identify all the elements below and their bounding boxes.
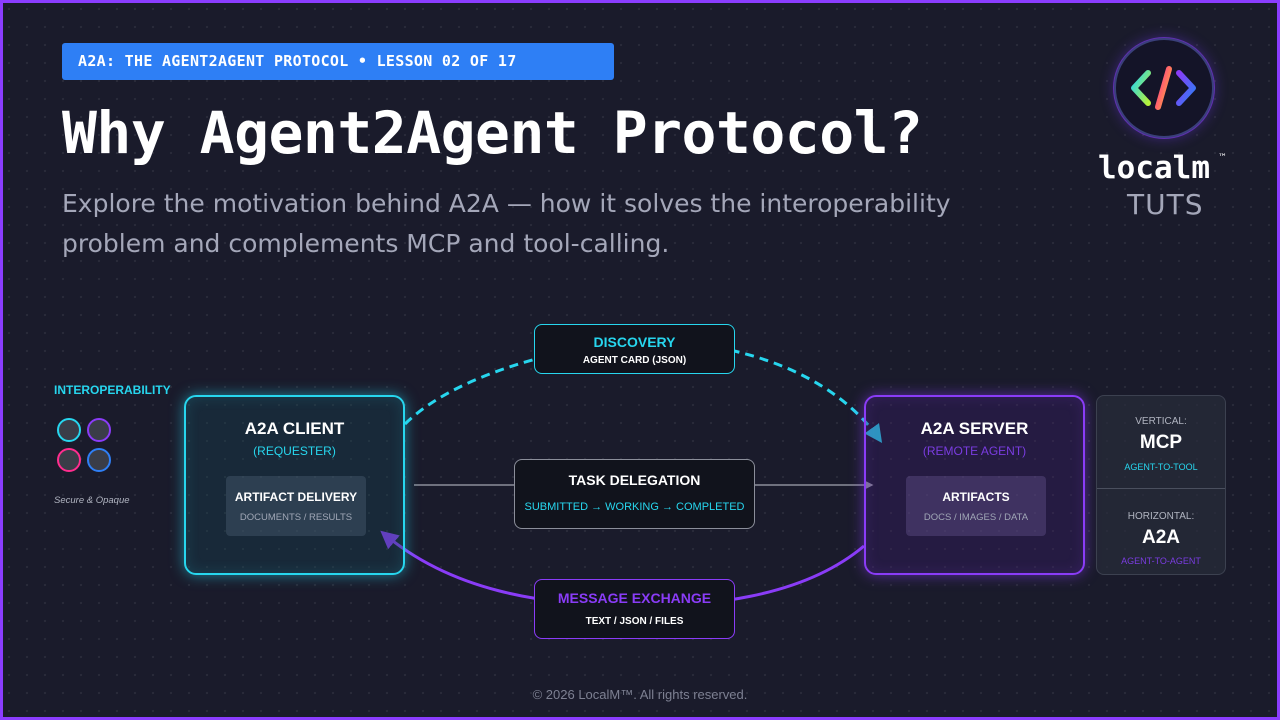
discovery-sub: AGENT CARD (JSON) — [582, 355, 687, 366]
interop-dot-pink — [57, 448, 81, 472]
artifact-delivery-title: ARTIFACT DELIVERY — [234, 490, 358, 504]
task-delegation-title: TASK DELEGATION — [568, 472, 701, 488]
a2a-client-node: A2A CLIENT (REQUESTER) ARTIFACT DELIVERY… — [184, 395, 405, 575]
artifacts-panel: ARTIFACTS DOCS / IMAGES / DATA — [906, 476, 1046, 536]
code-brackets-icon — [1114, 38, 1214, 138]
panel-divider — [1097, 488, 1225, 489]
artifact-delivery-sub: DOCUMENTS / RESULTS — [239, 512, 353, 523]
message-exchange-label: MESSAGE EXCHANGE TEXT / JSON / FILES — [534, 579, 735, 639]
lesson-badge: A2A: THE AGENT2AGENT PROTOCOL • LESSON 0… — [62, 43, 614, 80]
horizontal-label: HORIZONTAL: — [1127, 511, 1195, 522]
interoperability-label: INTEROPERABILITY — [54, 383, 171, 397]
task-delegation-label: TASK DELEGATION SUBMITTED → WORKING → CO… — [514, 459, 755, 529]
artifact-delivery-panel: ARTIFACT DELIVERY DOCUMENTS / RESULTS — [226, 476, 366, 536]
discovery-title: DISCOVERY — [593, 334, 676, 350]
vertical-desc: AGENT-TO-TOOL — [1124, 462, 1198, 472]
discovery-edge — [403, 338, 883, 443]
logo-subtitle: TUTS — [1127, 188, 1204, 221]
interop-dot-purple — [87, 418, 111, 442]
client-role: (REQUESTER) — [253, 444, 336, 458]
horizontal-value: A2A — [1141, 527, 1180, 548]
vertical-label: VERTICAL: — [1135, 416, 1187, 427]
interop-dot-blue — [87, 448, 111, 472]
task-delegation-sub: SUBMITTED → WORKING → COMPLETED — [524, 501, 745, 513]
interop-dot-cyan — [57, 418, 81, 442]
message-exchange-title: MESSAGE EXCHANGE — [557, 590, 712, 606]
interop-caption: Secure & Opaque — [54, 495, 130, 506]
server-title: A2A SERVER — [920, 419, 1029, 438]
page-subtitle: Explore the motivation behind A2A — how … — [62, 189, 951, 258]
page-title: Why Agent2Agent Protocol? — [62, 99, 923, 167]
message-exchange-sub: TEXT / JSON / FILES — [585, 616, 684, 627]
artifacts-title: ARTIFACTS — [942, 490, 1010, 504]
vertical-value: MCP — [1139, 432, 1183, 453]
server-role: (REMOTE AGENT) — [922, 444, 1027, 458]
a2a-server-node: A2A SERVER (REMOTE AGENT) ARTIFACTS DOCS… — [864, 395, 1085, 575]
horizontal-desc: AGENT-TO-AGENT — [1121, 556, 1201, 566]
logo-trademark: ™ — [1218, 153, 1227, 163]
protocol-comparison-panel: VERTICAL: MCP AGENT-TO-TOOL HORIZONTAL: … — [1096, 395, 1226, 575]
logo-name: localm — [1098, 150, 1210, 186]
client-title: A2A CLIENT — [244, 419, 345, 438]
discovery-label: DISCOVERY AGENT CARD (JSON) — [534, 324, 735, 374]
footer-copyright: © 2026 LocalM™. All rights reserved. — [532, 687, 748, 702]
artifacts-sub: DOCS / IMAGES / DATA — [923, 512, 1029, 523]
